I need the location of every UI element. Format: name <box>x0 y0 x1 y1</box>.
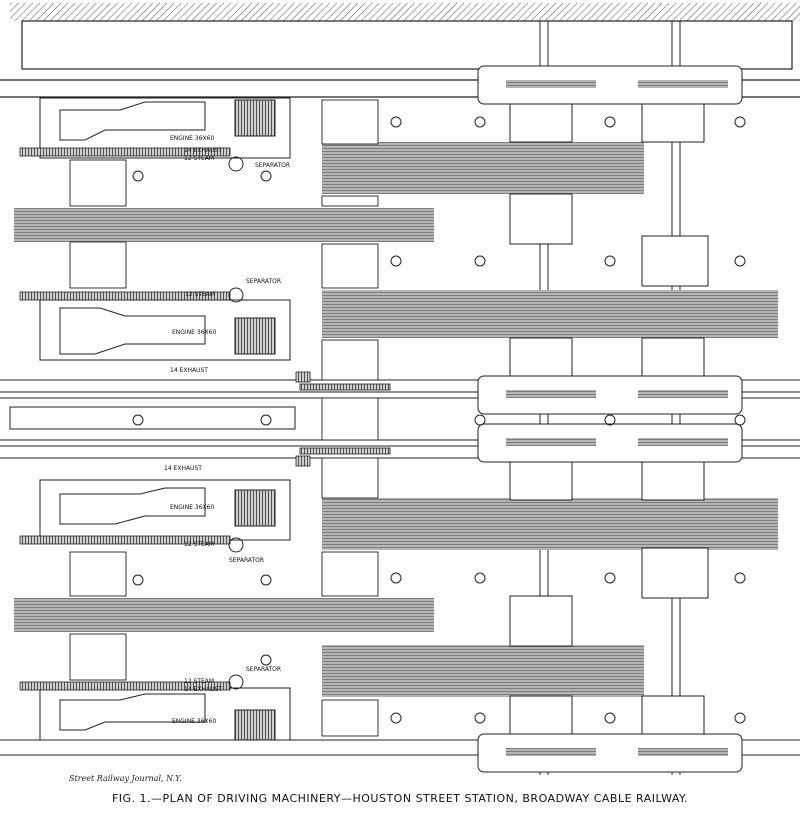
steam-label: 12 STEAM <box>184 678 214 685</box>
figure-caption: FIG. 1.—PLAN OF DRIVING MACHINERY—HOUSTO… <box>111 792 689 805</box>
flywheels <box>19 147 231 691</box>
exhaust-label: 14 EXHAUST <box>184 147 222 154</box>
separator-label: SEPARATOR <box>255 162 290 169</box>
separator-label: SEPARATOR <box>246 278 281 285</box>
engine-label: ENGINE 36X60 <box>170 504 214 511</box>
bearings-left <box>69 99 379 737</box>
foundation-pits <box>132 116 746 724</box>
exhaust-label: 14 EXHAUST <box>164 465 202 472</box>
engine-label: ENGINE 36X60 <box>172 718 216 725</box>
drawing-labels: ENGINE 36X60 14 EXHAUST 12 STEAM SEPARAT… <box>164 135 290 725</box>
steam-label: 12 STEAM <box>184 155 214 162</box>
north-room <box>21 20 793 70</box>
publication-credit: Street Railway Journal, N.Y. <box>69 774 182 783</box>
engine-label: ENGINE 36X60 <box>172 329 216 336</box>
separator-label: SEPARATOR <box>229 557 264 564</box>
cable-drums <box>477 65 743 773</box>
engine-label: ENGINE 36X60 <box>170 135 214 142</box>
north-wall <box>10 3 800 21</box>
separator-label: SEPARATOR <box>246 666 281 673</box>
driving-machinery-plan: ENGINE 36X60 14 EXHAUST 12 STEAM SEPARAT… <box>0 3 800 775</box>
steam-label: 12 STEAM <box>184 541 214 548</box>
belts <box>14 142 778 697</box>
gear-train <box>295 371 391 467</box>
exhaust-label: 14 EXHAUST <box>184 686 222 693</box>
steam-label: 12 STEAM <box>185 291 215 298</box>
exhaust-label: 14 EXHAUST <box>170 367 208 374</box>
